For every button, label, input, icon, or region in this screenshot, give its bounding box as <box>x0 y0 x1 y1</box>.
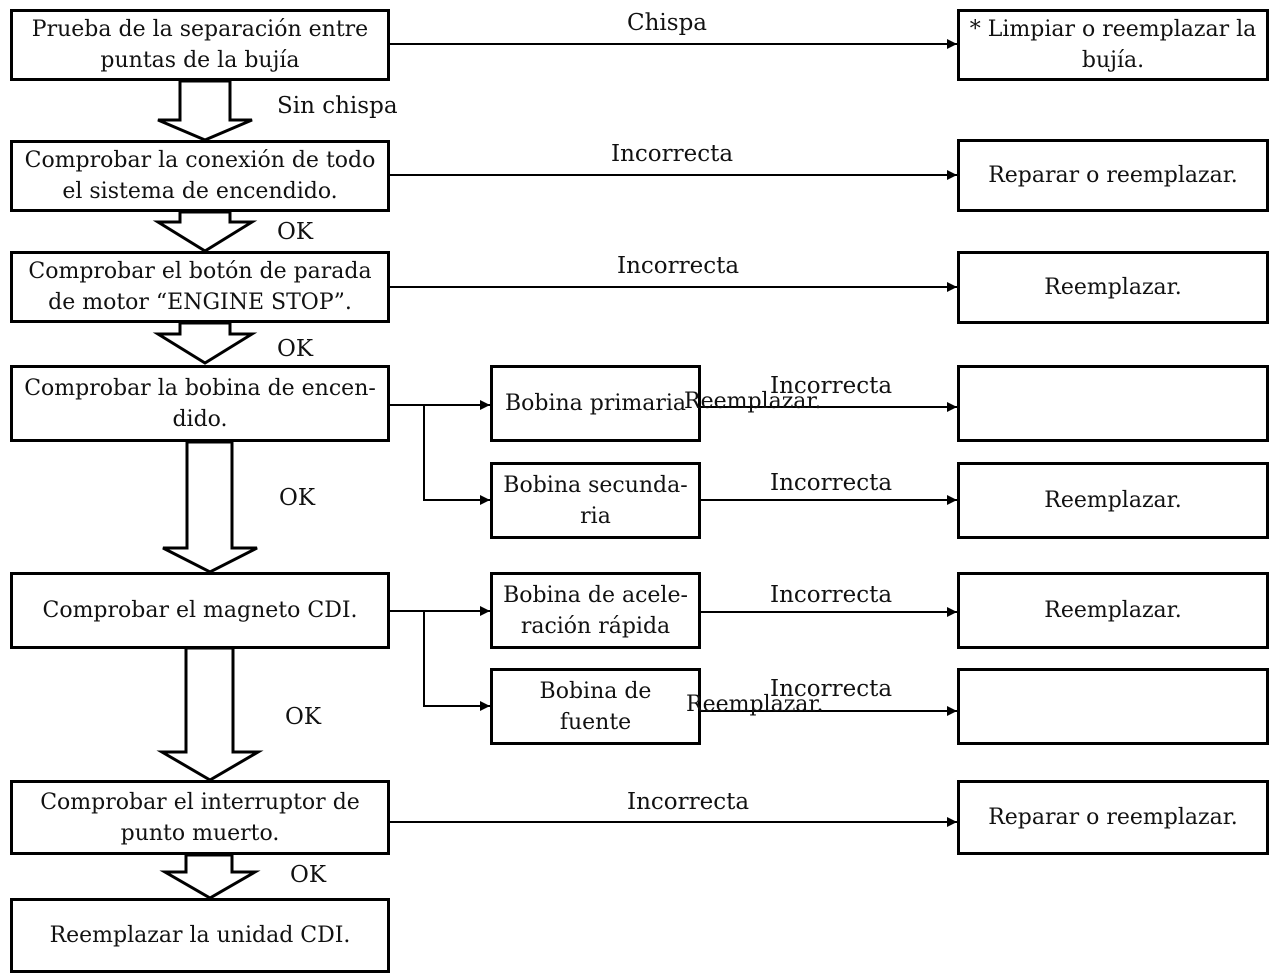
action-repair-replace-connections: Reparar o reemplazar. <box>957 139 1269 212</box>
label-ok: OK <box>277 336 314 362</box>
down-arrow-4 <box>162 440 258 574</box>
action-replace-source <box>957 668 1269 745</box>
down-arrow-6 <box>159 853 261 900</box>
step-spark-gap-test: Prueba de la separación entre puntas de … <box>10 9 390 81</box>
action-clean-replace-plug: * Limpiar o reemplazar la bujía. <box>957 9 1269 81</box>
subcheck-pickup-coil: Bobina de acele- ración rápida <box>490 572 701 649</box>
action-replace-engine-stop: Reemplazar. <box>957 251 1269 324</box>
down-arrow-3 <box>152 321 258 365</box>
label-incorrecta: Incorrecta <box>627 789 750 815</box>
label-incorrecta: Incorrecta <box>770 373 893 399</box>
label-incorrecta: Incorrecta <box>770 470 893 496</box>
step-check-connections: Comprobar la conexión de todo el sistema… <box>10 140 390 212</box>
down-arrow-5 <box>156 646 264 782</box>
step-check-neutral-switch: Comprobar el interruptor de punto muerto… <box>10 780 390 855</box>
label-incorrecta: Incorrecta <box>611 141 734 167</box>
down-arrow-2 <box>152 210 258 253</box>
step-check-magneto: Comprobar el magneto CDI. <box>10 572 390 649</box>
label-ok: OK <box>285 704 322 730</box>
label-ok: OK <box>290 862 327 888</box>
action-repair-replace-neutral: Reparar o reemplazar. <box>957 780 1269 855</box>
action-replace-primary <box>957 365 1269 442</box>
action-replace-secondary: Reemplazar. <box>957 462 1269 539</box>
label-incorrecta: Incorrecta <box>617 253 740 279</box>
overlay-replace-primary: Reemplazar. <box>684 389 822 414</box>
overlay-replace-source: Reemplazar. <box>686 692 824 717</box>
subcheck-secondary-coil: Bobina secunda- ria <box>490 462 701 539</box>
step-check-engine-stop: Comprobar el botón de parada de motor “E… <box>10 251 390 323</box>
down-arrow-1 <box>157 79 253 142</box>
label-chispa: Chispa <box>627 10 708 36</box>
label-incorrecta: Incorrecta <box>770 676 893 702</box>
subcheck-primary-coil: Bobina primaria <box>490 365 701 442</box>
subcheck-source-coil: Bobina de fuente <box>490 668 701 745</box>
label-sin-chispa: Sin chispa <box>277 93 398 119</box>
branch-line-ignition-secondary <box>423 405 490 505</box>
label-incorrecta: Incorrecta <box>770 582 893 608</box>
branch-line-magneto-source <box>423 611 490 711</box>
label-ok: OK <box>279 485 316 511</box>
step-replace-cdi: Reemplazar la unidad CDI. <box>10 898 390 973</box>
step-check-ignition-coil: Comprobar la bobina de encen- dido. <box>10 365 390 442</box>
action-replace-pickup: Reemplazar. <box>957 572 1269 649</box>
label-ok: OK <box>277 219 314 245</box>
